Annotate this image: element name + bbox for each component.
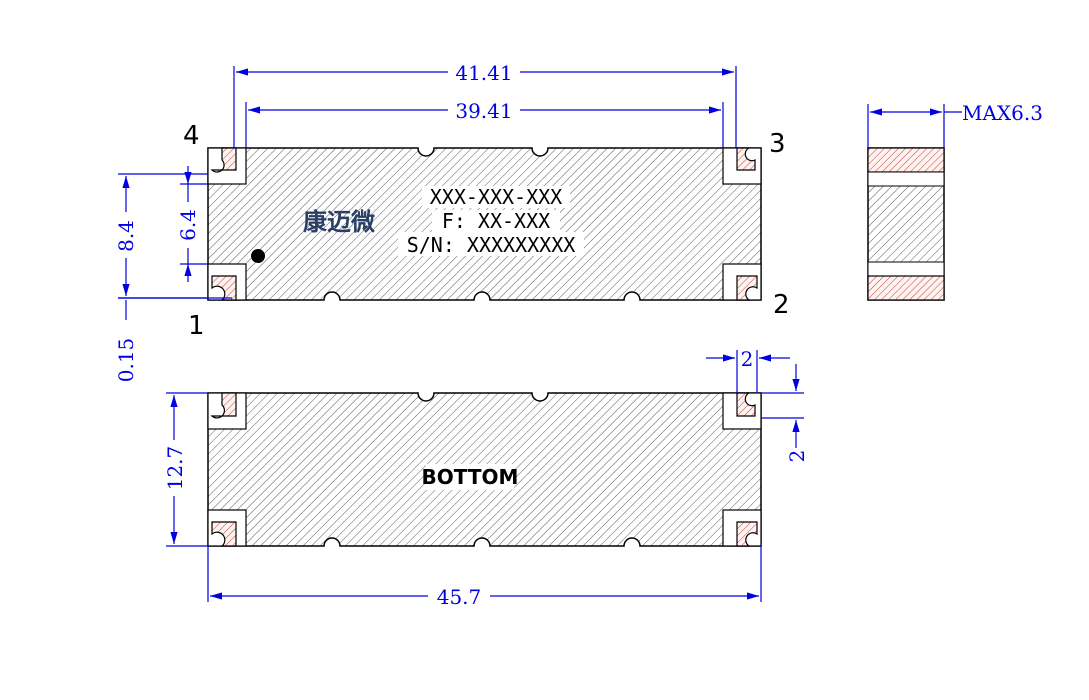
side-gap-top [867,171,945,187]
pad-2 [736,275,758,301]
dim-overall-length: 41.41 [455,61,512,85]
bpad-top-right [736,392,756,417]
bpad-top-left [210,392,237,419]
dim-pad-height: 2 [785,450,809,463]
pin-label-2: 2 [773,290,790,320]
pin-label-3: 3 [769,129,786,159]
marking-line-2: F: XX-XXX [442,209,550,233]
brand-logo: 康迈微 [303,208,375,236]
dim-pad-width: 2 [741,347,754,371]
side-pad-bottom [867,275,945,301]
marking-line-1: XXX-XXX-XXX [430,185,562,209]
bpad-bottom-left [211,521,237,547]
dim-body-height: 8.4 [114,220,138,252]
dim-bg-457 [428,584,490,606]
dim-bottom-height: 12.7 [163,446,187,491]
dim-bg-127 [162,440,186,496]
marking-bg-3 [398,232,584,256]
dim-inner-length: 39.41 [455,99,512,123]
pad-4 [210,147,237,173]
bottom-label-bg [426,464,514,490]
dim-bg-39 [448,98,520,120]
marking-bg-1 [422,186,570,208]
pin-label-4: 4 [183,121,200,151]
dim-pad-pitch: 6.4 [176,209,200,241]
bottom-view: BOTTOM 45.7 12.7 2 2 [162,346,809,609]
pin-label-1: 1 [188,311,205,341]
dim-bg-pw [739,346,755,368]
side-pad-top [867,147,945,173]
marking-line-3: S/N: XXXXXXXXX [407,233,576,257]
marking-bg-2 [432,210,560,232]
pad-1 [211,275,237,301]
pin1-indicator-dot [251,249,265,263]
dim-offset: 0.15 [114,338,138,383]
dim-bg-64 [176,202,200,248]
side-gap-bottom [867,261,945,277]
dim-bg-41 [448,60,520,82]
dim-bottom-width: 45.7 [437,585,482,609]
bpad-bottom-right [736,521,758,547]
dim-max-thickness: MAX6.3 [962,101,1043,125]
pad-3 [736,147,756,171]
bottom-view-label: BOTTOM [422,465,519,489]
dim-bg-84 [114,212,138,258]
top-view: 康迈微 XXX-XXX-XXX F: XX-XXX S/N: XXXXXXXXX… [114,60,790,382]
side-view: MAX6.3 [867,101,1043,301]
